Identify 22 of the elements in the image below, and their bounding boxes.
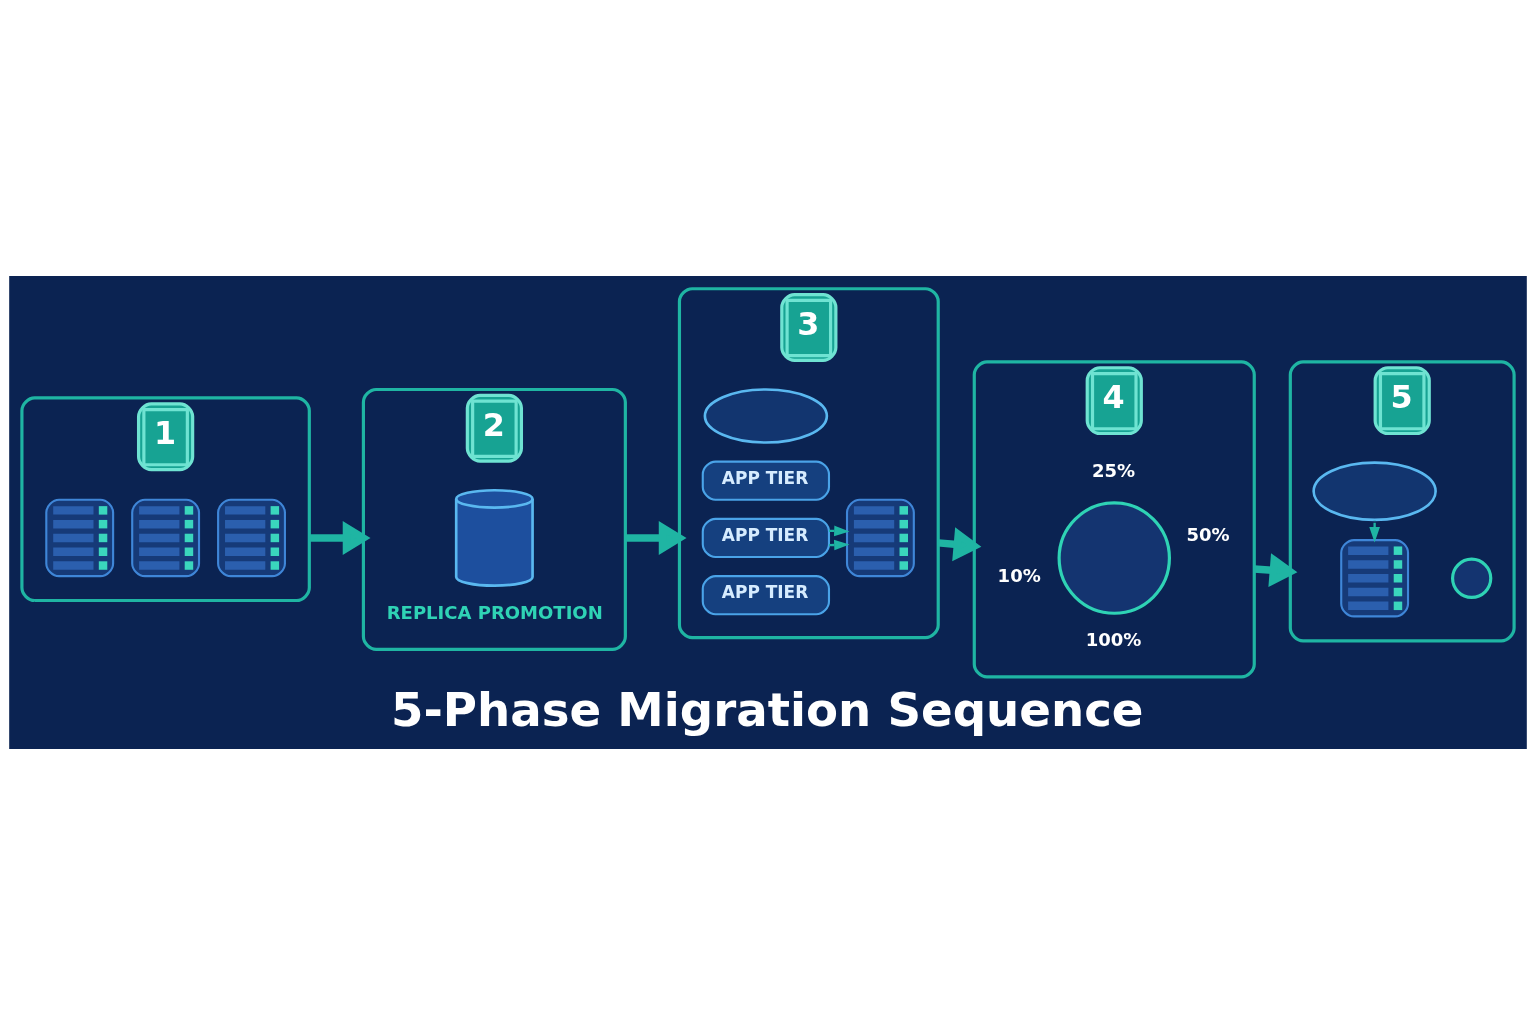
node-label: REPLICA PROMOTION	[386, 601, 603, 623]
node-box: APP TIER	[701, 517, 831, 558]
node-label: 50%	[1186, 523, 1230, 545]
arrow	[829, 539, 850, 550]
arrow	[309, 520, 371, 555]
arrow	[625, 520, 687, 555]
node-circle	[1451, 557, 1493, 599]
node-cloud	[703, 387, 829, 444]
arrow	[1253, 552, 1298, 587]
node-circle	[1057, 500, 1171, 615]
arrow	[1369, 519, 1380, 542]
node-label: 100%	[1085, 628, 1142, 650]
cluster: 1	[20, 395, 311, 602]
node-cloud	[1312, 460, 1437, 521]
arrow	[829, 525, 850, 536]
node-label: 10%	[997, 564, 1041, 586]
node-label: 25%	[1091, 459, 1136, 481]
arrow	[937, 526, 982, 561]
node-box: APP TIER	[701, 574, 831, 615]
node-box: APP TIER	[701, 460, 831, 501]
cluster: 5	[1288, 359, 1516, 642]
diagram-title: 5-Phase Migration Sequence	[390, 682, 1144, 737]
